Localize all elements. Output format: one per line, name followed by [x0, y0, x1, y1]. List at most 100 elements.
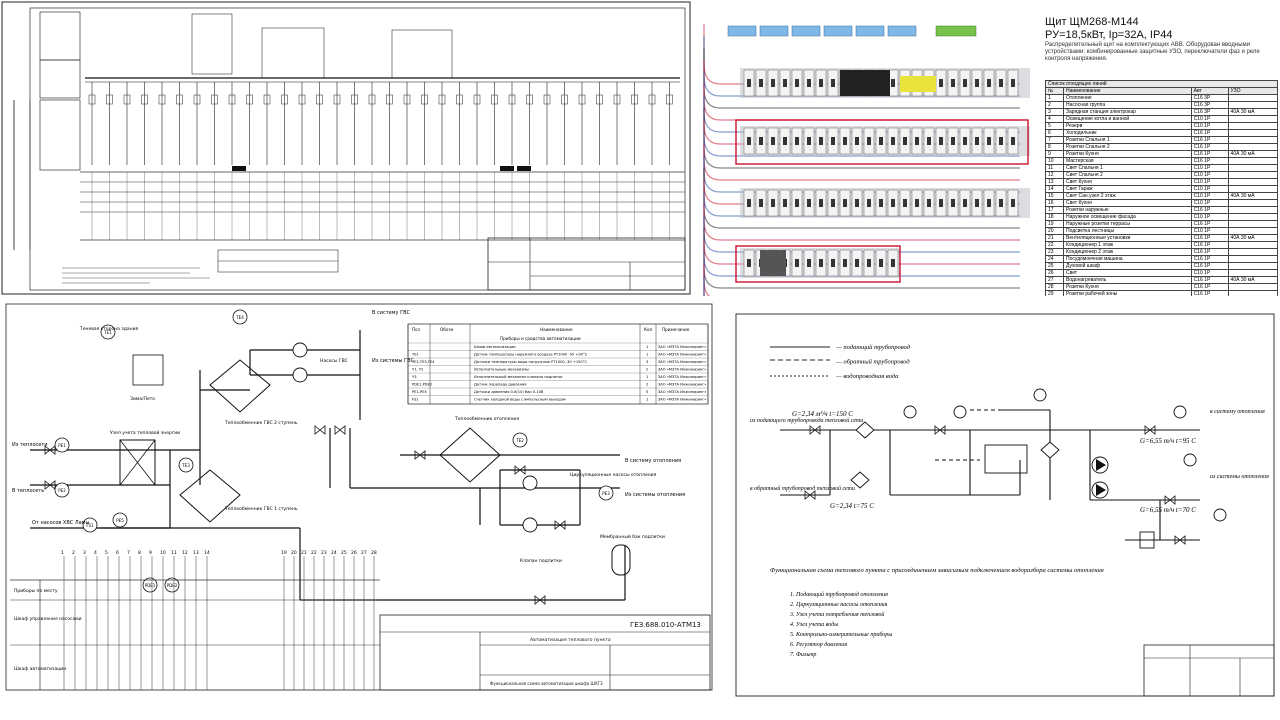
- spec-cell: ЗАО «МЗТА Инжиниринг»: [658, 368, 706, 372]
- table-cell: Свет: [1062, 269, 1192, 277]
- table-cell: Резерв: [1062, 122, 1192, 130]
- table-cell: 10: [1045, 157, 1064, 165]
- note-item: 6. Регулятор давления: [790, 641, 847, 648]
- label-devices-local: Приборы по месту: [14, 588, 58, 594]
- terminal-number: 26: [351, 550, 357, 556]
- breaker-toggle: [867, 259, 871, 267]
- terminal-block: [759, 25, 789, 37]
- breaker-toggle: [927, 199, 931, 207]
- table-cell: С16 1Р: [1190, 234, 1229, 242]
- timer-module: [760, 250, 786, 276]
- spec-cell: TE1: [411, 353, 419, 357]
- breaker-toggle: [891, 259, 895, 267]
- table-cell: [1227, 143, 1279, 151]
- breaker-toggle: [999, 199, 1003, 207]
- terminal-block: [887, 25, 917, 37]
- breaker-toggle: [999, 79, 1003, 87]
- spec-cell: PE1-PE5: [412, 390, 427, 394]
- spec-cell: Y1, Y2: [412, 368, 423, 372]
- breaker-toggle: [783, 79, 787, 87]
- distribution-board-panel: Щит ЩМ268-М144 РУ=18,5кВт, Iр=32А, IP44 …: [700, 10, 1280, 296]
- breaker-toggle: [795, 199, 799, 207]
- breaker-toggle: [963, 79, 967, 87]
- terminal-block: [727, 25, 757, 37]
- table-cell: 8: [1045, 143, 1064, 151]
- breaker-toggle: [951, 199, 955, 207]
- table-cell: Кондиционер 1 этаж: [1062, 241, 1192, 249]
- label-t-heat-in: G=6,55 т/ч t=70 С: [1140, 506, 1196, 514]
- table-cell: Холодильник: [1062, 129, 1192, 137]
- breaker-toggle: [963, 199, 967, 207]
- breaker-toggle: [855, 259, 859, 267]
- breaker-symbol: [281, 94, 288, 105]
- table-cell: Розетки Спальня 2: [1062, 143, 1192, 151]
- table-cell: [1227, 136, 1279, 144]
- table-cell: 40А 30 мА: [1227, 234, 1279, 242]
- spec-cell: TE2,TE3,TE4: [411, 360, 435, 364]
- breaker-toggle: [855, 199, 859, 207]
- table-cell: Свет Сан.узел 2 этаж: [1062, 192, 1192, 200]
- breaker-toggle: [939, 79, 943, 87]
- gauge: [953, 405, 967, 419]
- breaker-toggle: [987, 199, 991, 207]
- note-item: 3. Узел учета потребления тепловой: [789, 611, 884, 618]
- breaker-symbol: [176, 94, 183, 105]
- note-item: 5. Контрольно-измерительные приборы: [790, 631, 892, 638]
- load-symbol: [517, 166, 531, 171]
- spec-cell: Датчик перепада давления: [474, 383, 526, 387]
- instrument-bubble: [54, 437, 70, 453]
- filter: [850, 471, 870, 489]
- terminal-number: 5: [105, 550, 108, 556]
- breaker-toggle: [831, 199, 835, 207]
- breaker-symbol: [263, 94, 271, 105]
- terminal-number: 4: [94, 550, 97, 556]
- gauge: [903, 405, 917, 419]
- table-cell: С10 1Р: [1190, 178, 1229, 186]
- breaker-toggle: [939, 199, 943, 207]
- table-cell: Розетки рабочей зоны: [1062, 290, 1192, 296]
- table-cell: Водонагреватель: [1062, 276, 1192, 284]
- spec-cell: Датчик температуры наружного воздуха РТ1…: [474, 353, 588, 357]
- valve: [1164, 495, 1176, 505]
- instrument-bubble: [178, 457, 194, 473]
- terminal-number: 13: [193, 550, 199, 556]
- breaker-symbol: [88, 94, 96, 105]
- breaker-toggle: [915, 199, 919, 207]
- terminal-number: 12: [182, 550, 188, 556]
- valve: [934, 425, 946, 435]
- heating-point-scheme: — подающий трубопровод— обратный трубопр…: [735, 313, 1275, 697]
- table-cell: С10 1Р: [1190, 171, 1229, 179]
- spec-cell: FS1: [412, 398, 419, 402]
- table-header-cell: Авт: [1190, 87, 1229, 95]
- terminal-number: 19: [281, 550, 287, 556]
- table-cell: 9: [1045, 150, 1064, 158]
- table-cell: [1227, 122, 1279, 130]
- voltage-relay: [900, 76, 936, 92]
- instrument-bubble: [164, 577, 180, 593]
- terminal-number: 2: [72, 550, 75, 556]
- spec-header: Кол: [644, 327, 653, 332]
- table-cell: С16 3Р: [1190, 108, 1229, 116]
- table-cell: С10 1Р: [1190, 115, 1229, 123]
- table-cell: [1227, 185, 1279, 193]
- breaker-symbol: [298, 94, 306, 105]
- group-outline: [735, 245, 901, 283]
- spec-cell: 2: [646, 368, 648, 372]
- legend-item: — водопроводная вода: [835, 373, 898, 380]
- table-cell: 24: [1045, 255, 1064, 263]
- spec-header: Наименование: [540, 327, 573, 332]
- pipework: [30, 330, 626, 601]
- table-cell: 18: [1045, 213, 1064, 221]
- breaker-symbol: [333, 94, 341, 105]
- table-cell: 4: [1045, 115, 1064, 123]
- note-item: 4. Узел учета воды: [790, 621, 838, 628]
- breaker-symbol: [491, 94, 498, 105]
- valve-symbol: [44, 480, 56, 490]
- breaker-toggle: [759, 79, 763, 87]
